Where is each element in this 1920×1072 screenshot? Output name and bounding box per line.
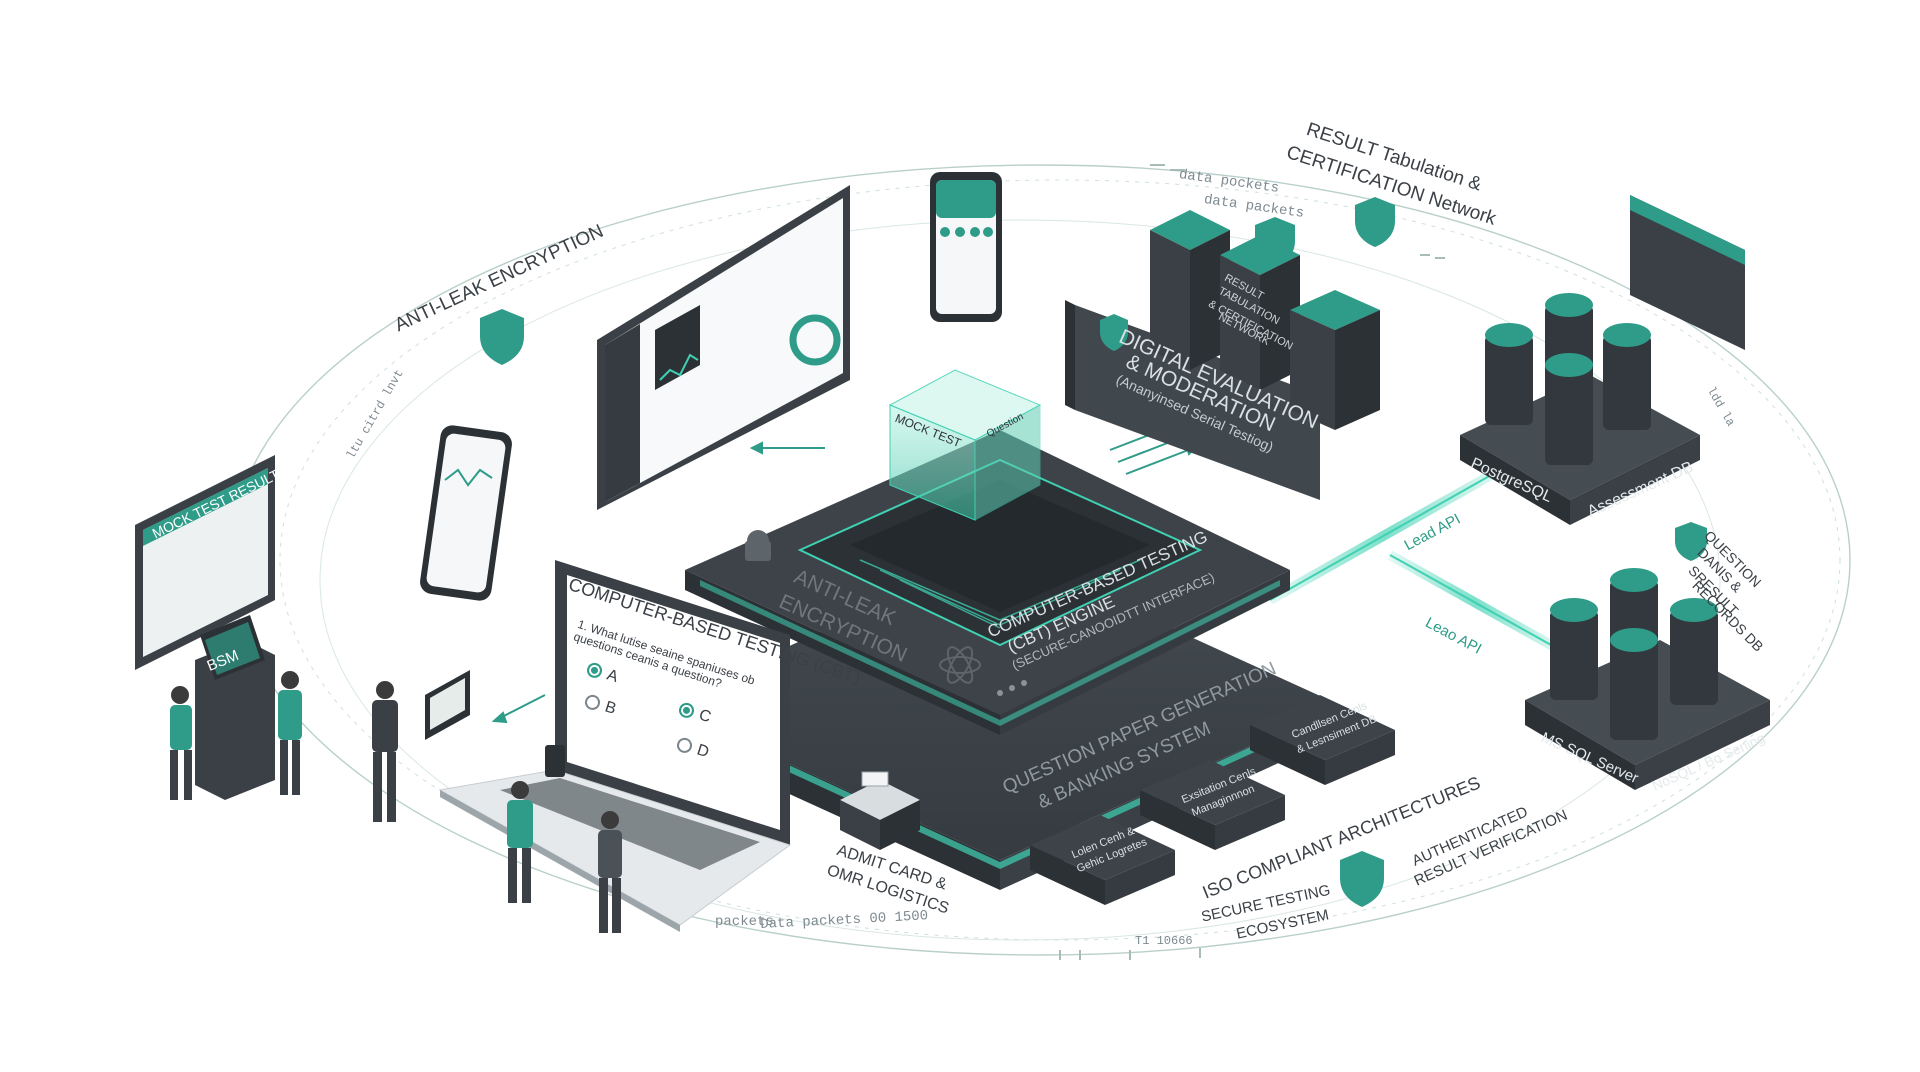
shield-icon-bottom bbox=[1340, 851, 1384, 907]
orbit-data-dashes bbox=[1059, 164, 1445, 960]
shield-icon-left bbox=[480, 309, 524, 365]
mock-test-cube bbox=[888, 369, 1042, 521]
android-icon bbox=[745, 530, 771, 561]
shield-icon-top-right bbox=[1355, 197, 1395, 247]
radio-unchecked-icon[interactable] bbox=[674, 736, 694, 756]
react-icon bbox=[939, 646, 981, 684]
server-shield-icon bbox=[1255, 217, 1295, 267]
radio-unchecked-icon[interactable] bbox=[582, 693, 602, 713]
platform-indicator-dots bbox=[997, 680, 1027, 696]
phone-top bbox=[930, 172, 1002, 322]
omr-printer-icon bbox=[840, 771, 920, 850]
mock-test-result-monitor bbox=[135, 455, 275, 670]
postgres-cylinders bbox=[1485, 293, 1651, 465]
bottom-box-1 bbox=[1030, 815, 1175, 905]
arrow-to-cbt-user bbox=[491, 694, 546, 724]
mssql-cylinders bbox=[1550, 568, 1718, 740]
dashboard-monitor bbox=[597, 185, 850, 510]
radio-checked-icon[interactable] bbox=[584, 661, 604, 681]
evaluation-server-cluster bbox=[1065, 210, 1380, 500]
radio-checked-icon[interactable] bbox=[676, 701, 696, 721]
bottom-box-3 bbox=[1250, 695, 1395, 785]
people-figures bbox=[170, 670, 622, 933]
arrow-to-dashboard bbox=[749, 441, 825, 455]
bottom-code: T1 10666 bbox=[1135, 934, 1193, 948]
orbit-ring-inner bbox=[279, 179, 1841, 941]
phone-left bbox=[420, 425, 512, 601]
bottom-box-2 bbox=[1140, 760, 1285, 850]
bsm-kiosk bbox=[195, 615, 275, 800]
orbit-ring-third bbox=[319, 219, 1721, 941]
packets-bottom: packets bbox=[715, 914, 774, 930]
code-panel-right bbox=[1630, 195, 1745, 350]
shield-icon-right bbox=[1675, 522, 1707, 561]
